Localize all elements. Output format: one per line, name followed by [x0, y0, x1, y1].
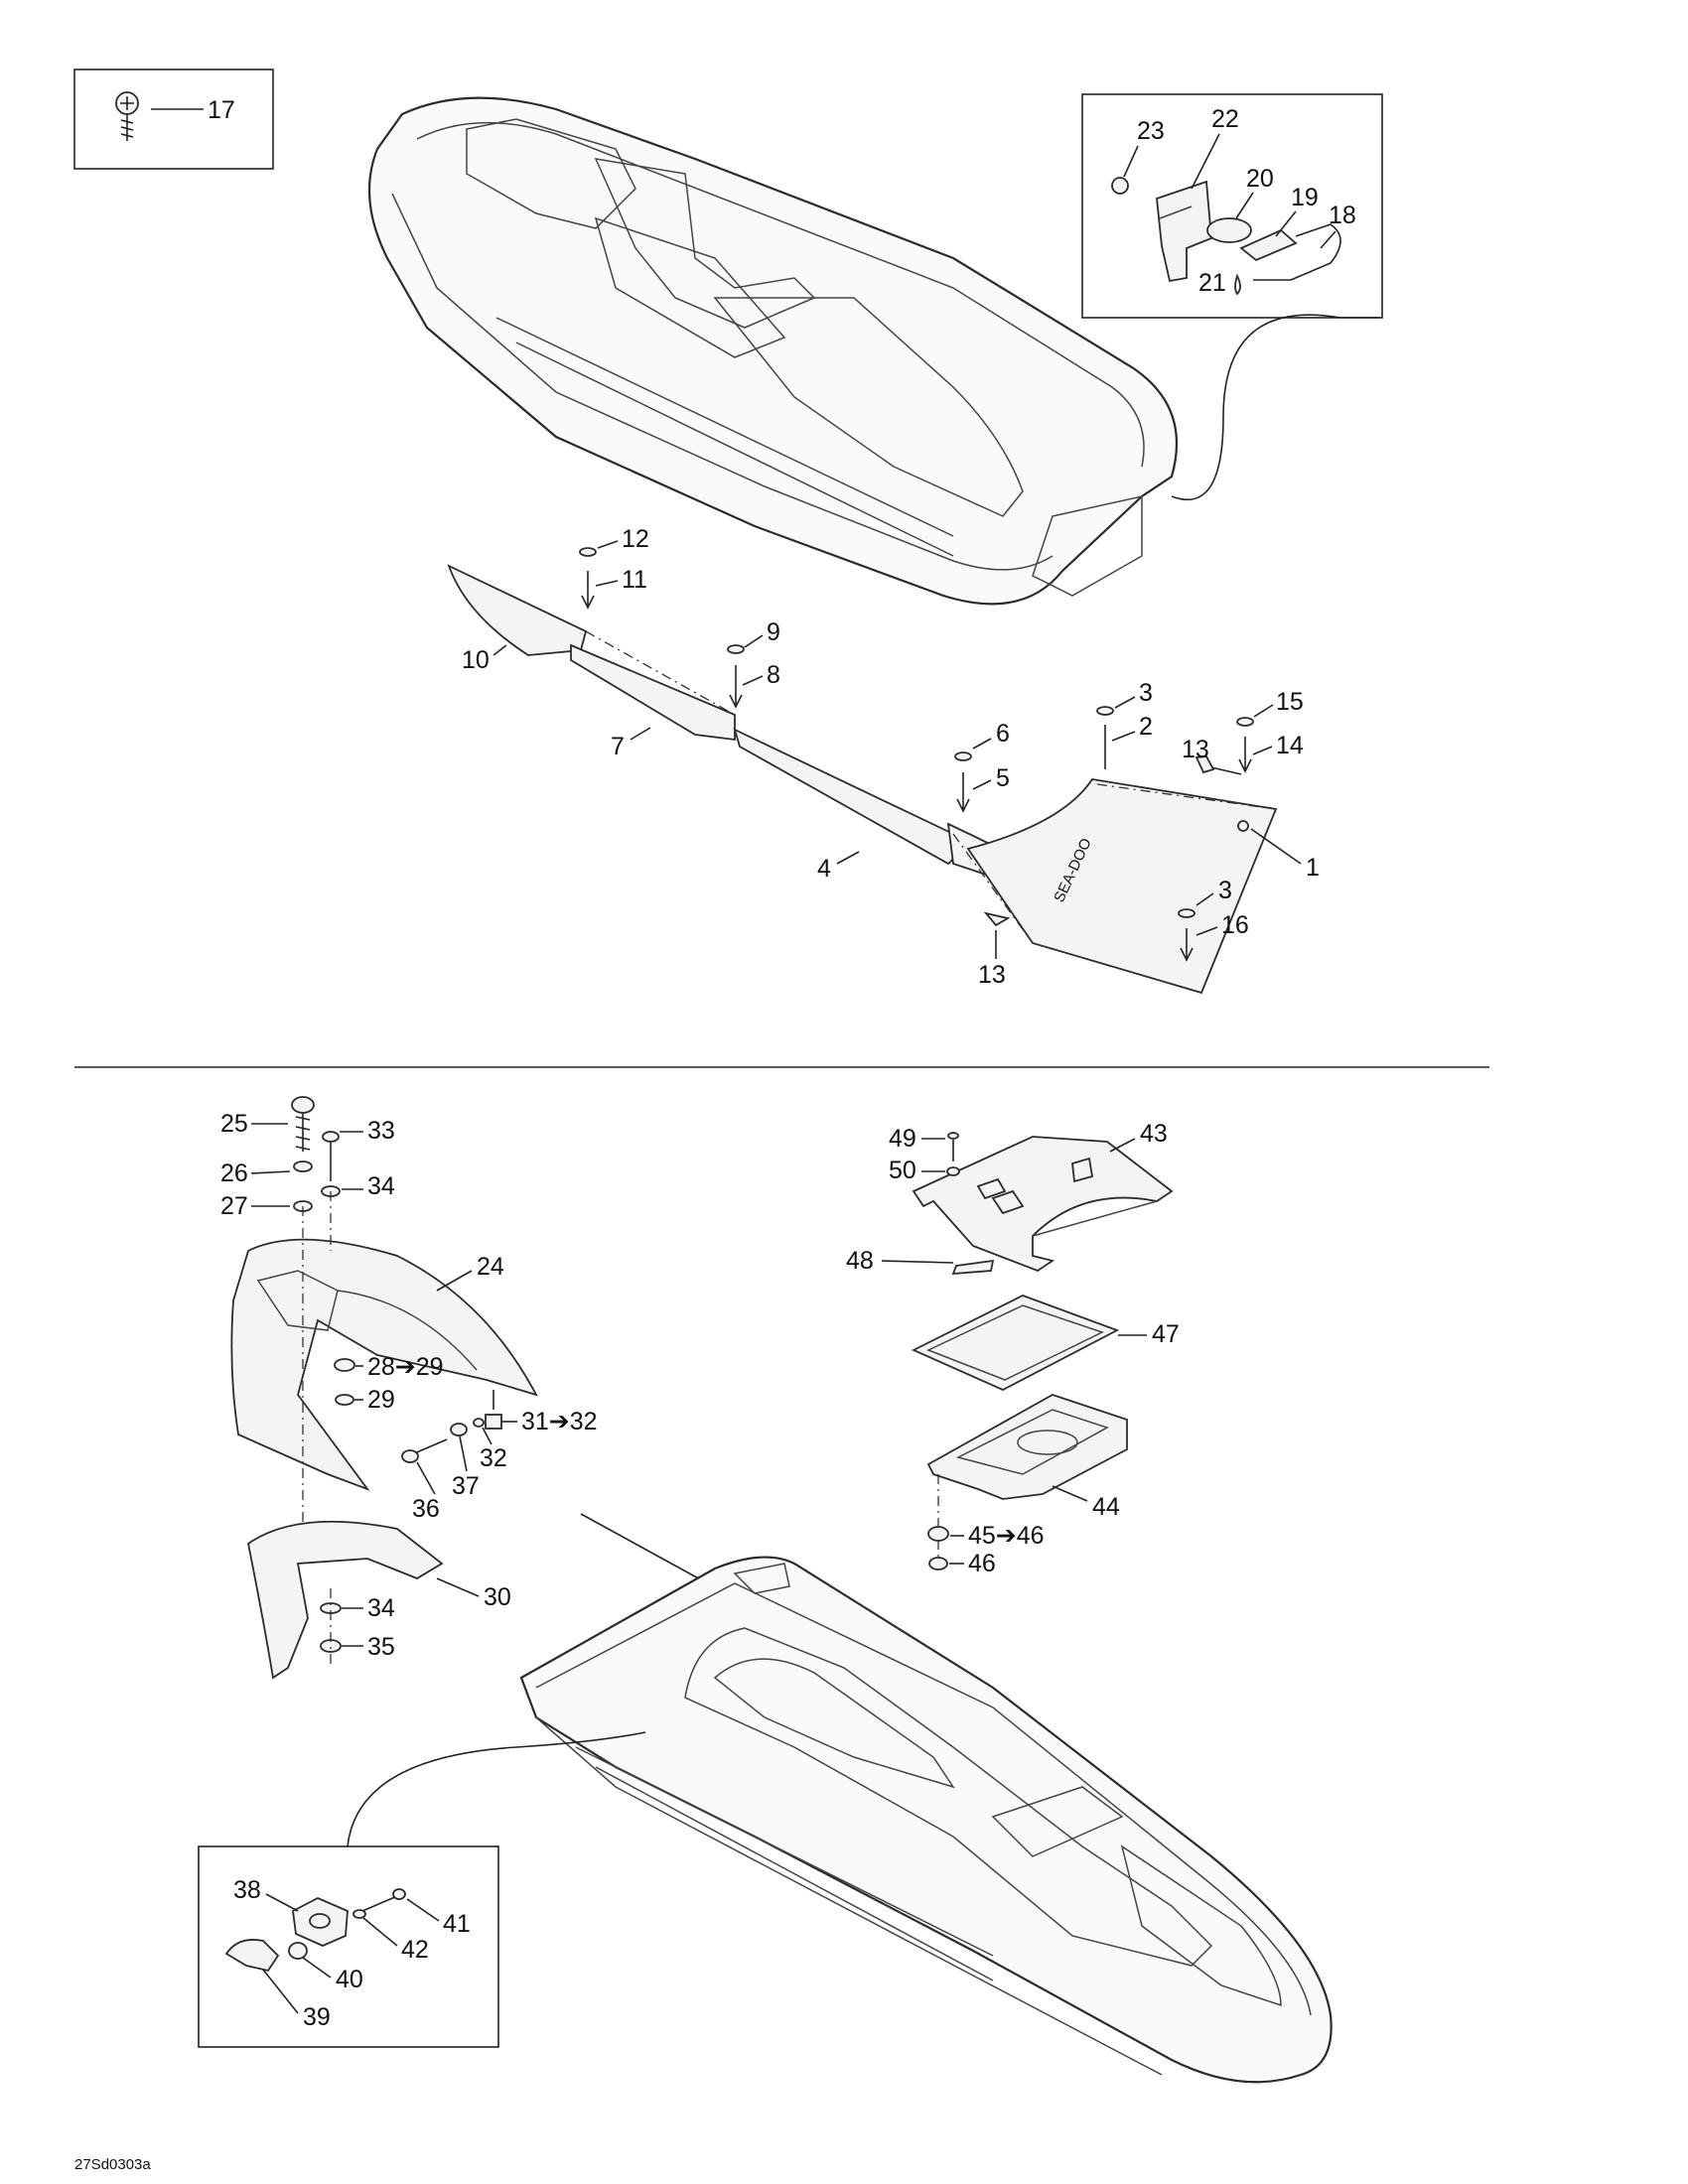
callout-37: 37: [452, 1472, 480, 1500]
callout-21: 21: [1198, 269, 1226, 297]
callout-1: 1: [1306, 854, 1320, 882]
callout-19: 19: [1291, 184, 1319, 211]
callout-24: 24: [477, 1253, 504, 1281]
callout-6: 6: [996, 720, 1010, 748]
callout-42: 42: [401, 1936, 429, 1964]
callout-45: 45➔46: [968, 1522, 1045, 1550]
inset-box-drain-plug: [198, 1731, 646, 2048]
fasteners-top: [579, 547, 1254, 962]
callout-17: 17: [208, 96, 235, 124]
fasteners-49-50: [946, 1132, 960, 1176]
callout-25: 25: [220, 1110, 248, 1138]
callout-47: 47: [1152, 1320, 1180, 1348]
callout-7: 7: [611, 733, 625, 760]
callout-9: 9: [767, 618, 780, 646]
hull-top-view: [367, 96, 1179, 606]
callout-13a: 13: [1182, 736, 1209, 763]
callout-14: 14: [1276, 732, 1304, 759]
storage-cover-43: [912, 1136, 1174, 1276]
callout-3a: 3: [1139, 679, 1153, 707]
storage-tray-44: [926, 1394, 1128, 1564]
callout-12: 12: [622, 525, 649, 553]
callout-16: 16: [1221, 911, 1249, 939]
callout-26: 26: [220, 1160, 248, 1187]
rear-bumper-assembly: [230, 1096, 538, 1549]
callout-50: 50: [889, 1157, 916, 1184]
callout-33: 33: [367, 1117, 395, 1145]
gasket-47: [911, 1295, 1120, 1391]
callout-2: 2: [1139, 713, 1153, 741]
hull-bottom-view: [519, 1556, 1333, 2084]
callout-34a: 34: [367, 1172, 395, 1200]
callout-41: 41: [443, 1910, 471, 1938]
callout-35: 35: [367, 1633, 395, 1661]
callout-30: 30: [484, 1583, 511, 1611]
callout-18: 18: [1329, 202, 1356, 229]
callout-4: 4: [817, 855, 831, 883]
callout-32: 32: [480, 1444, 507, 1472]
callout-43: 43: [1140, 1120, 1168, 1148]
callout-27: 27: [220, 1192, 248, 1220]
callout-40: 40: [336, 1966, 363, 1993]
callout-38: 38: [233, 1876, 261, 1904]
callout-36: 36: [412, 1495, 440, 1523]
callout-10: 10: [462, 646, 490, 674]
callout-22: 22: [1211, 105, 1239, 133]
callout-34b: 34: [367, 1594, 395, 1622]
nuts-45-46: [927, 1526, 949, 1570]
inset-box-tow-eye: 23 22 20 19 18 21: [1081, 93, 1383, 501]
decal-strips: SEA-DOO: [447, 564, 1278, 995]
callout-5: 5: [996, 764, 1010, 792]
callout-8: 8: [767, 661, 780, 689]
callout-28: 28➔29: [367, 1353, 444, 1381]
callout-3b: 3: [1218, 877, 1232, 904]
callout-20: 20: [1246, 165, 1274, 193]
callout-23: 23: [1137, 117, 1165, 145]
callout-29: 29: [367, 1386, 395, 1414]
callout-39: 39: [303, 2003, 331, 2031]
callout-31: 31➔32: [521, 1408, 598, 1435]
callout-13b: 13: [978, 961, 1006, 989]
screw-icon: [115, 91, 139, 141]
inset-box-screw: 17: [73, 68, 274, 170]
callout-48: 48: [846, 1247, 874, 1275]
tow-eye-parts: [1111, 177, 1341, 296]
callout-11: 11: [622, 566, 647, 594]
rear-bracket-30: [247, 1520, 444, 1680]
figure-code: 27Sd0303a: [74, 2156, 151, 2173]
callout-49: 49: [889, 1125, 916, 1153]
callout-15: 15: [1276, 688, 1304, 716]
callout-46: 46: [968, 1550, 996, 1577]
callout-44: 44: [1092, 1493, 1120, 1521]
